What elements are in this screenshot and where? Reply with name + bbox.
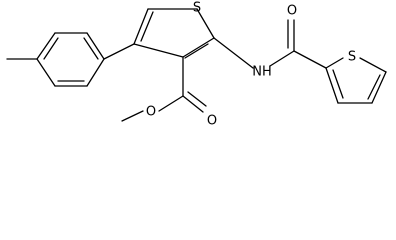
bond-ester-ether xyxy=(158,95,184,112)
atom-ester-ether-oxygen: O xyxy=(146,105,156,120)
bond-amide-thienyl xyxy=(293,50,327,69)
bond-st-s-c5 xyxy=(359,57,387,73)
bond-aryl-link xyxy=(103,43,135,60)
molecule-diagram: S NH O S O O xyxy=(6,1,387,129)
amide-linkage xyxy=(213,19,327,69)
methyl-ester-group xyxy=(121,56,207,122)
bond-tolyl-3 xyxy=(86,32,105,60)
bond-ester-carbonyl-1 xyxy=(182,95,204,113)
bond-tolyl-6 xyxy=(36,58,56,87)
bond-th-c2-c3-inner xyxy=(184,43,209,59)
bond-ring-nh xyxy=(213,37,254,69)
thiophene-side-ring xyxy=(325,57,387,104)
tolyl-ring xyxy=(36,32,105,87)
bond-st-c5-c4 xyxy=(371,71,387,104)
structure-canvas: S NH O S O O xyxy=(6,1,387,129)
bond-ester-carbonyl-2 xyxy=(187,91,207,107)
bond-tolyl-inner-1 xyxy=(43,37,59,60)
bond-th-c3-c4 xyxy=(133,43,184,58)
atom-ester-carbonyl-oxygen: O xyxy=(207,114,217,129)
bond-nh-carbonyl xyxy=(269,50,295,67)
bond-th-c4-c5 xyxy=(133,8,149,45)
bond-st-c3-c2 xyxy=(325,67,339,104)
bond-st-c3-c2-inner xyxy=(332,69,344,99)
bond-th-s-c2 xyxy=(196,8,215,39)
atom-sulfur-side: S xyxy=(348,50,356,65)
bond-st-c2-s xyxy=(325,57,344,69)
atom-sulfur-main: S xyxy=(193,1,201,16)
bond-tolyl-4 xyxy=(86,58,105,87)
bond-ester-methyl xyxy=(121,110,144,122)
bond-th-c2-c3 xyxy=(182,37,215,58)
atom-amide-nh: NH xyxy=(252,65,272,80)
thiophene-main-ring xyxy=(133,8,215,59)
atom-amide-oxygen: O xyxy=(287,4,297,19)
bond-st-c5-c4-inner xyxy=(367,74,381,100)
bond-tolyl-1 xyxy=(36,32,56,60)
bond-tolyl-inner-2 xyxy=(83,37,99,60)
bond-th-c4-c5-inner xyxy=(140,11,154,42)
